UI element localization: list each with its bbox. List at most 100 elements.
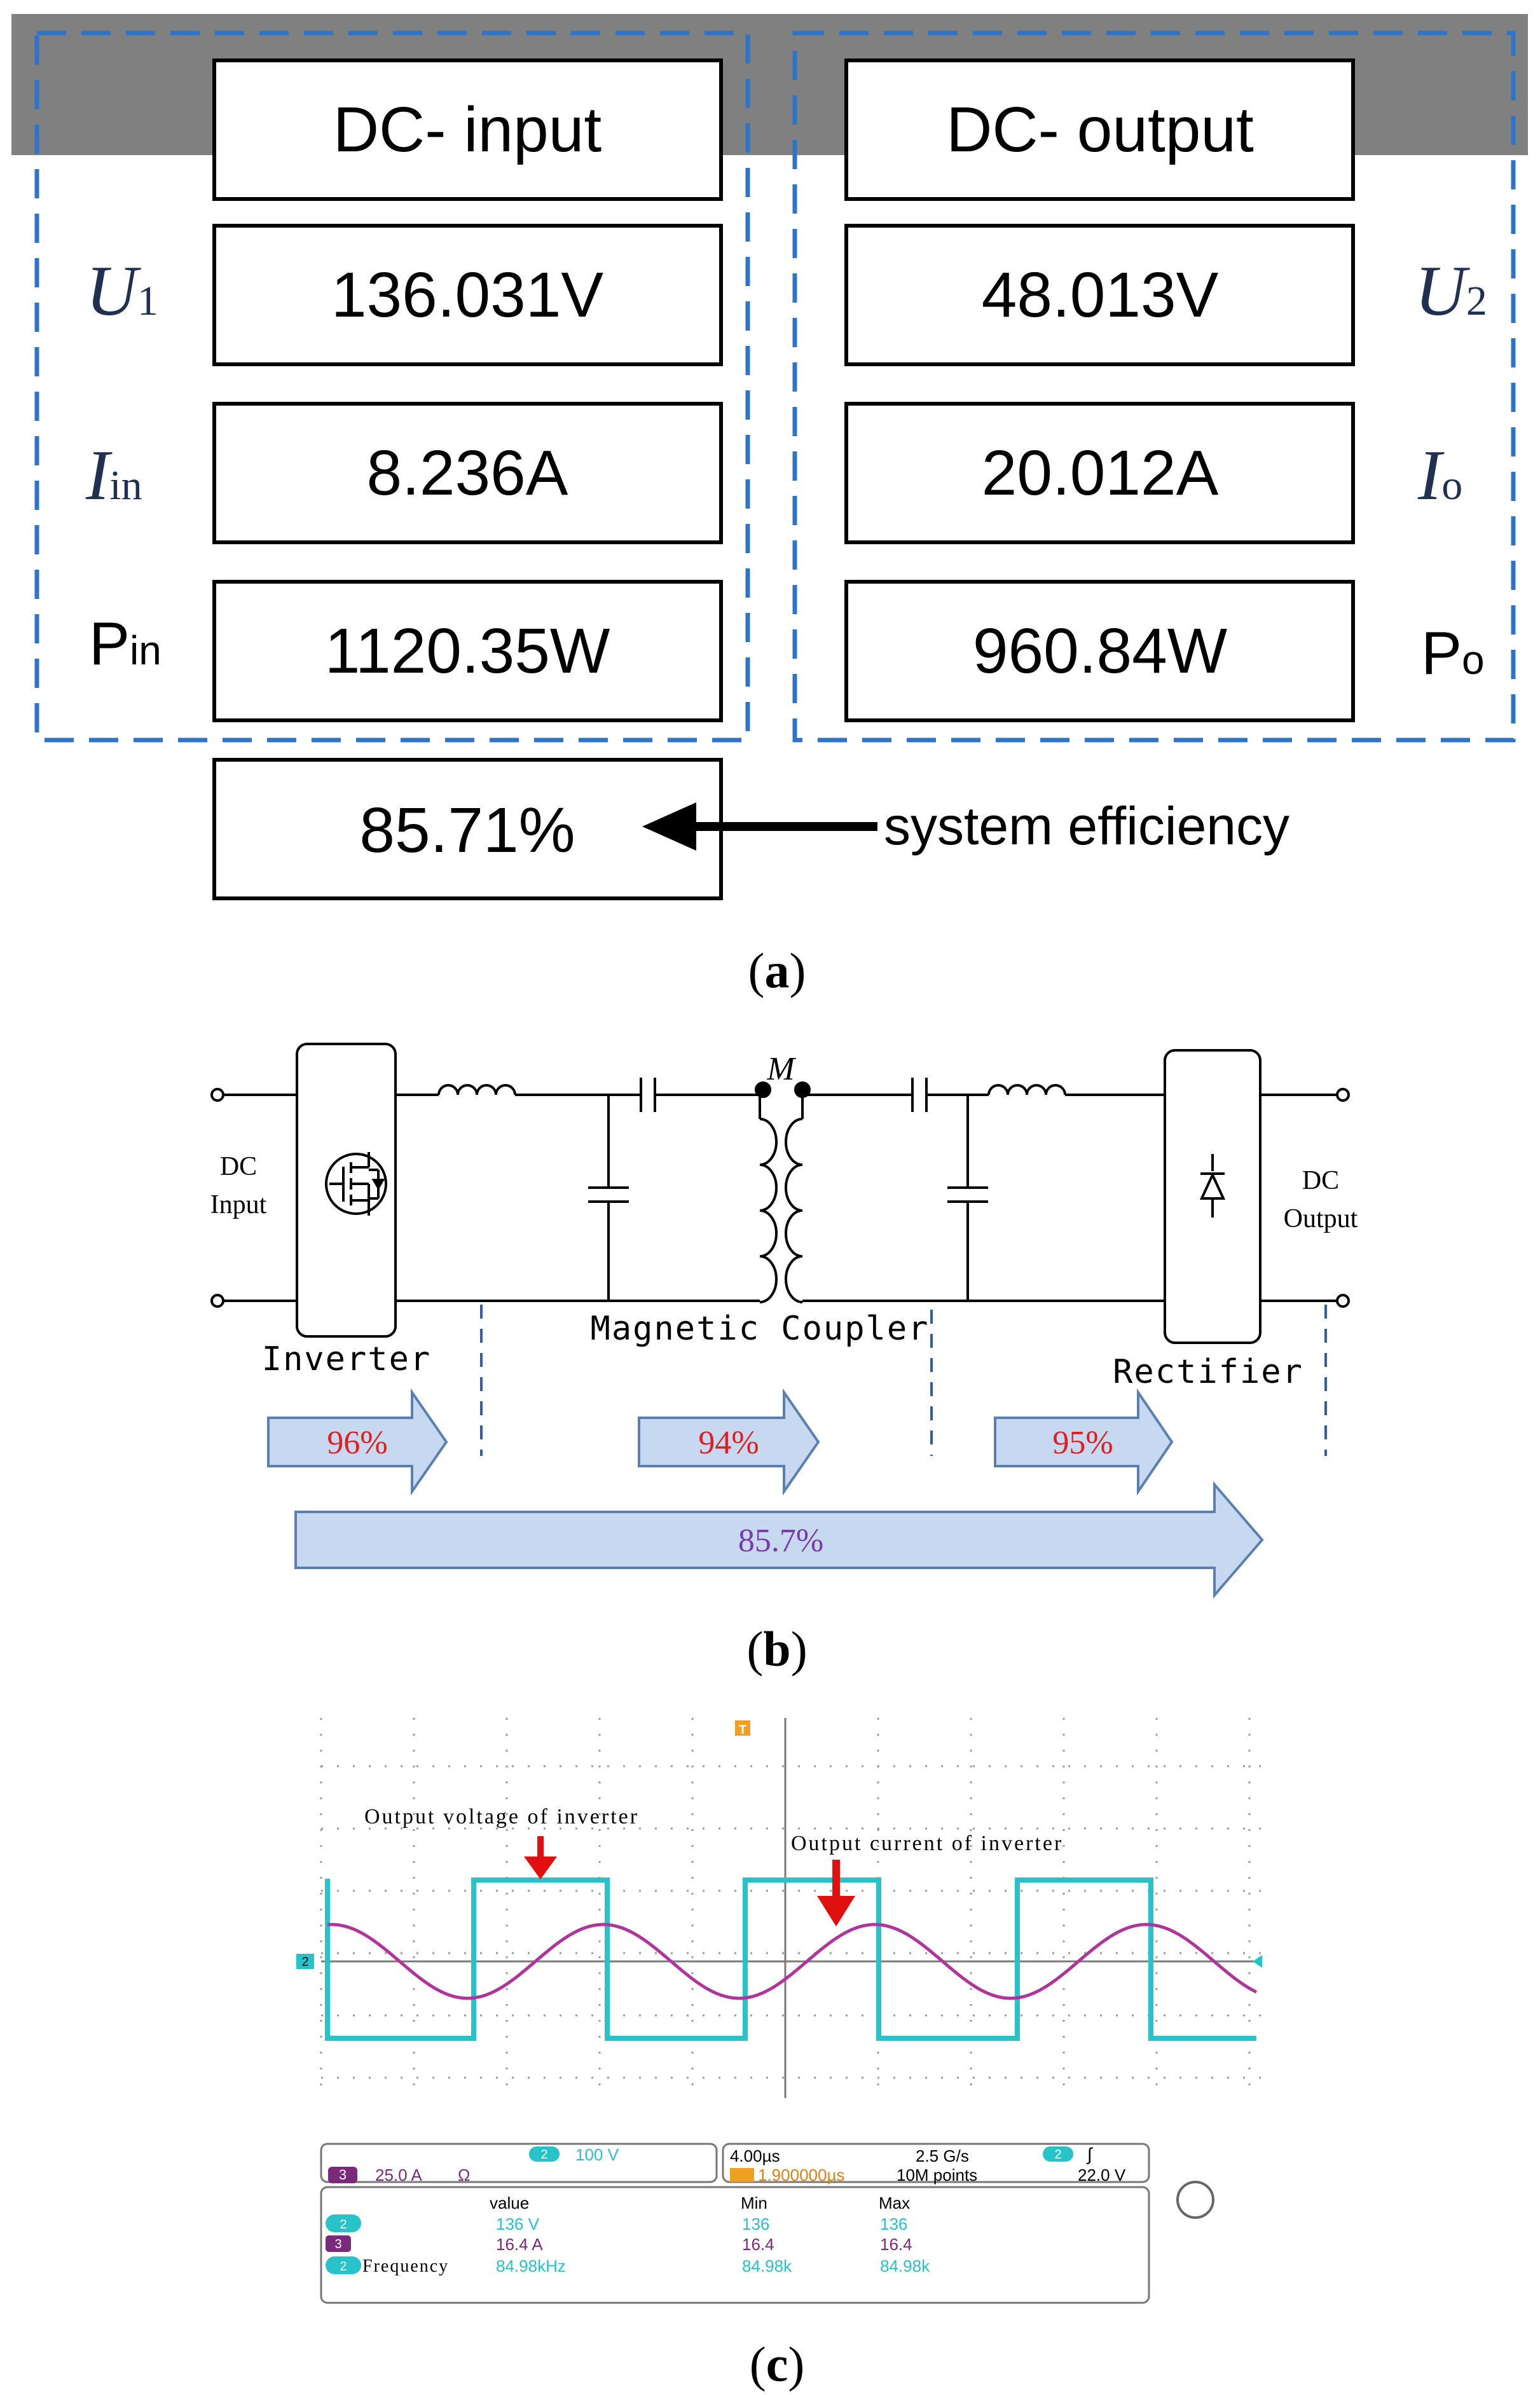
caption-b: (b) — [746, 1621, 807, 1677]
meas-row1-value: 136 V — [496, 2214, 540, 2234]
u1-value: 136.031V — [331, 259, 603, 331]
po-sub: o — [1462, 637, 1485, 683]
stage3-efficiency: 95% — [1052, 1425, 1113, 1461]
efficiency-box — [212, 758, 723, 900]
inductor-l1 — [437, 1084, 516, 1095]
dc-input-line1: DC — [220, 1152, 257, 1181]
scope-cursor-icon — [1176, 2181, 1214, 2219]
ch2-level-marker — [296, 1954, 314, 1969]
stage1-efficiency: 96% — [327, 1425, 387, 1461]
total-efficiency: 85.7% — [738, 1523, 823, 1559]
meas-row3-label: Frequency — [362, 2256, 449, 2276]
sample-rate: 2.5 G/s — [916, 2146, 969, 2165]
u1-sub: 1 — [137, 278, 158, 324]
caption-a: (a) — [748, 943, 806, 998]
ch2-scale: 100 V — [575, 2145, 619, 2164]
meas-header-min: Min — [741, 2193, 767, 2213]
timebase: 4.00µs — [730, 2146, 780, 2165]
dc-output-line1: DC — [1302, 1166, 1339, 1195]
primary-coil — [759, 1118, 778, 1303]
io-value-box — [844, 402, 1355, 544]
iin-symbol: I — [85, 436, 113, 515]
meas-row3-value: 84.98kHz — [496, 2256, 566, 2275]
output-terminal-top — [1336, 1088, 1350, 1102]
pin-symbol-label: Pin — [89, 610, 162, 678]
current-annotation: Output current of inverter — [791, 1832, 1063, 1855]
meas-row3-badge — [326, 2256, 361, 2274]
input-terminal-bottom — [210, 1294, 224, 1308]
u2-value: 48.013V — [982, 259, 1219, 331]
trigger-time-badge — [730, 2168, 754, 2182]
caption-b-letter: b — [763, 1621, 790, 1677]
output-header: DC- output — [946, 94, 1254, 165]
u2-symbol-label: U2 — [1415, 252, 1487, 331]
input-header: DC- input — [333, 94, 602, 165]
pin-symbol: P — [89, 610, 130, 678]
input-terminal-top — [210, 1088, 224, 1102]
total-arrow — [294, 1481, 1264, 1599]
rectifier-block — [1164, 1049, 1262, 1344]
po-symbol: P — [1421, 619, 1462, 687]
stage2-efficiency: 94% — [698, 1425, 759, 1461]
meas-row2-min: 16.4 — [742, 2235, 774, 2254]
ch3-scale: 25.0 A — [375, 2165, 422, 2185]
meas-header-value: value — [490, 2193, 529, 2213]
panel-c: T 2 Output voltage of inverter Output cu… — [296, 1718, 1262, 2392]
io-sub: o — [1441, 462, 1462, 509]
current-trace — [327, 1923, 1258, 2000]
secondary-dot — [794, 1081, 811, 1098]
u2-value-box — [844, 224, 1355, 366]
trigger-source-badge — [1043, 2146, 1073, 2162]
po-value-box — [844, 580, 1355, 722]
ch2-level-label: 2 — [301, 1955, 308, 1969]
meas-row1-max: 136 — [880, 2214, 907, 2234]
trigger-level: 22.0 V — [1078, 2165, 1126, 2185]
meas-row2-max: 16.4 — [880, 2235, 912, 2254]
io-symbol-label: Io — [1417, 436, 1462, 515]
meas-row1-min: 136 — [742, 2214, 769, 2234]
inductor-l2 — [987, 1084, 1066, 1095]
u2-symbol: U — [1415, 252, 1470, 331]
meas-row3-max: 84.98k — [880, 2256, 930, 2275]
meas-row2-ch: 3 — [334, 2237, 341, 2251]
output-dashed-group — [792, 31, 1516, 743]
pin-value-box — [212, 580, 723, 722]
info-panel-ch3 — [320, 2143, 718, 2183]
panel-b: M DC Input DC Out — [210, 1043, 1358, 1677]
mutual-label: M — [766, 1051, 796, 1087]
output-terminal-bottom — [1336, 1294, 1350, 1308]
meas-header-max: Max — [879, 2193, 910, 2213]
caption-c-letter: c — [766, 2337, 788, 2392]
measurement-panel — [320, 2186, 1150, 2304]
rectifier-label: Rectifier — [1113, 1353, 1303, 1391]
po-value: 960.84W — [973, 615, 1228, 687]
panel-a: DC- input 136.031V 8.236A 1120.35W DC- o… — [11, 14, 1528, 998]
u1-symbol-label: U1 — [86, 252, 158, 331]
iin-sub: in — [109, 462, 142, 509]
meas-row3-min: 84.98k — [742, 2256, 792, 2275]
trigger-time: 1.900000µs — [758, 2165, 844, 2185]
po-symbol-label: Po — [1421, 619, 1485, 687]
efficiency-arrowhead — [642, 802, 696, 851]
output-header-box — [844, 58, 1355, 201]
u2-sub: 2 — [1466, 278, 1487, 324]
inverter-label: Inverter — [262, 1340, 431, 1378]
pin-value: 1120.35W — [325, 615, 610, 687]
coupler-label: Magnetic Coupler — [591, 1310, 930, 1348]
scope-axes — [321, 1718, 1261, 2098]
iin-symbol-label: Iin — [85, 436, 142, 515]
voltage-annotation-arrow — [524, 1836, 557, 1879]
meas-row1-badge — [326, 2214, 361, 2232]
ch2-badge — [529, 2146, 560, 2162]
caption-c: (c) — [750, 2337, 805, 2392]
meas-row1-ch: 2 — [340, 2218, 347, 2232]
mosfet-icon — [325, 1152, 387, 1216]
trigger-level-marker — [1253, 1955, 1262, 1968]
trigger-source: 2 — [1054, 2148, 1061, 2162]
diode-icon — [1199, 1154, 1226, 1218]
iin-value-box — [212, 402, 723, 544]
meas-row2-value: 16.4 A — [496, 2235, 543, 2254]
voltage-annotation: Output voltage of inverter — [364, 1805, 639, 1829]
info-panel-timebase — [722, 2143, 1150, 2183]
